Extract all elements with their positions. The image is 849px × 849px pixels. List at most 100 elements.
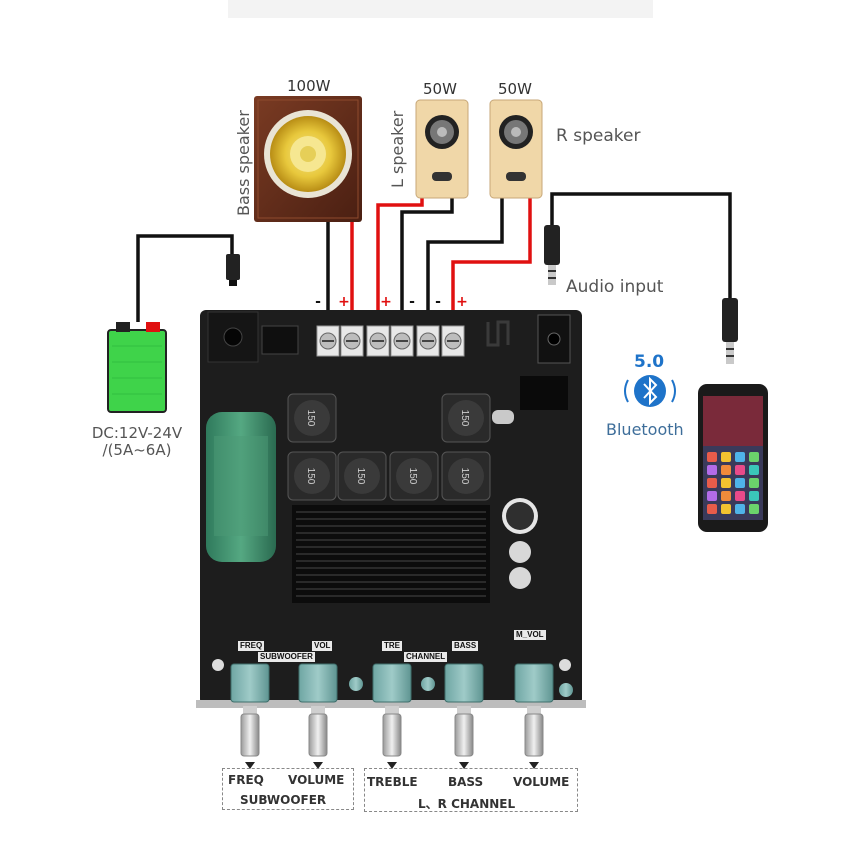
screw-terminal (390, 325, 414, 357)
l-red-wire (376, 198, 424, 330)
inductor-mark: 150 (459, 410, 470, 427)
inductor: 150 (337, 451, 387, 501)
top-strip (228, 0, 653, 18)
group-label-lr-channel: L、R CHANNEL (418, 797, 516, 811)
app-icon (749, 452, 759, 462)
audio-input-label: Audio input (566, 277, 664, 297)
bluetooth-icon (624, 375, 676, 407)
right-speaker (489, 99, 543, 199)
polarity-mark: + (338, 294, 350, 310)
lr-channel-group-box (364, 768, 578, 812)
potentiometers (230, 663, 573, 769)
screw-terminal (416, 325, 440, 357)
knob-label-bass: BASS (448, 775, 484, 789)
power-cable (136, 234, 234, 322)
app-icon (707, 491, 717, 501)
inductor: 150 (441, 393, 491, 443)
app-icon (707, 478, 717, 488)
bluetooth-label: Bluetooth (606, 420, 684, 439)
app-icon (749, 491, 759, 501)
inductor-mark: 150 (407, 468, 418, 485)
pcb-vol-label: VOL (312, 641, 333, 651)
app-icon (735, 491, 745, 501)
small-trimmer (349, 677, 363, 691)
potentiometer (372, 663, 412, 769)
right-speaker-label: R speaker (556, 126, 641, 146)
app-icon (735, 465, 745, 475)
app-icon (707, 504, 717, 514)
power-voltage: DC:12V-24V (91, 424, 183, 442)
screw-terminal (366, 325, 390, 357)
l-black-wire (400, 198, 454, 330)
terminal-polarity: -++--+ (315, 294, 468, 310)
left-speaker-label: L speaker (388, 110, 407, 188)
app-icon (749, 504, 759, 514)
polarity-mark: - (409, 294, 415, 310)
inductor: 150 (287, 451, 337, 501)
r-black-wire (426, 198, 504, 330)
inductor-mark: 150 (459, 468, 470, 485)
inductor: 150 (389, 451, 439, 501)
power-spec-label: DC:12V-24V /(5A~6A) (72, 425, 202, 459)
speaker-terminals (316, 325, 465, 357)
small-trimmer (559, 683, 573, 697)
audio-cable (550, 192, 732, 300)
pcb-mvol-label: M_VOL (514, 630, 546, 640)
knob-label-sub-volume: VOLUME (288, 773, 345, 787)
audio-jack-plug (544, 225, 560, 285)
right-power-label: 50W (498, 80, 532, 98)
potentiometer (230, 663, 270, 769)
power-current: /(5A~6A) (102, 441, 172, 459)
screw-terminal (316, 325, 340, 357)
bass-power-label: 100W (287, 77, 331, 95)
pcb-freq-label: FREQ (238, 641, 265, 651)
speaker-wires (136, 192, 732, 330)
left-speaker (415, 99, 469, 199)
app-icon (735, 452, 745, 462)
polarity-mark: - (315, 294, 321, 310)
app-icon (735, 478, 745, 488)
app-icon (707, 465, 717, 475)
screw-terminal (441, 325, 465, 357)
app-icon (749, 478, 759, 488)
group-label-subwoofer: SUBWOOFER (240, 793, 327, 807)
potentiometer (298, 663, 338, 769)
app-icon (707, 452, 717, 462)
pcb-tre-label: TRE (382, 641, 402, 651)
app-icon (721, 452, 731, 462)
app-icon (735, 504, 745, 514)
r-red-wire (451, 198, 532, 330)
app-icon (721, 465, 731, 475)
knob-label-treble: TREBLE (367, 775, 418, 789)
app-icon (721, 478, 731, 488)
screw-terminal (340, 325, 364, 357)
potentiometer (444, 663, 484, 769)
bluetooth-version: 5.0 (634, 352, 665, 372)
subwoofer-group-box (222, 768, 354, 810)
knob-label-freq: FREQ (228, 773, 264, 787)
pcb-bass-label: BASS (452, 641, 479, 651)
knob-label-volume: VOLUME (513, 775, 570, 789)
app-icon (721, 504, 731, 514)
pcb-subwoofer-label: SUBWOOFER (258, 652, 315, 662)
polarity-mark: + (456, 294, 468, 310)
left-power-label: 50W (423, 80, 457, 98)
polarity-mark: - (435, 294, 441, 310)
dc-power-plug (226, 254, 240, 286)
app-icon (721, 491, 731, 501)
inductor-mark: 150 (305, 410, 316, 427)
small-trimmer (421, 677, 435, 691)
potentiometer (514, 663, 554, 769)
inductor-mark: 150 (305, 468, 316, 485)
inductor: 150 (287, 393, 337, 443)
polarity-mark: + (380, 294, 392, 310)
app-icon (749, 465, 759, 475)
phone-jack-plug (722, 298, 738, 364)
inductor-group: 150 150 150 150 150 150 (287, 393, 491, 501)
inductor: 150 (441, 451, 491, 501)
inductor-mark: 150 (355, 468, 366, 485)
pcb-channel-label: CHANNEL (404, 652, 448, 662)
battery-icon (107, 322, 167, 413)
smartphone (698, 384, 768, 532)
